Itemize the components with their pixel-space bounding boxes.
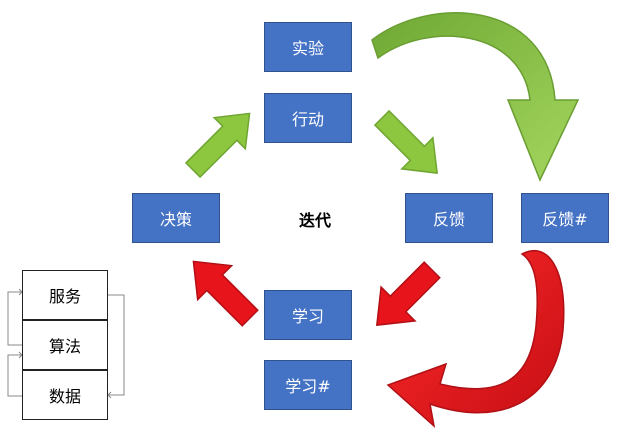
node-feedback-hash-label: 反馈#: [542, 210, 588, 229]
node-feedback-label: 反馈: [432, 210, 465, 229]
node-experiment-label: 实验: [291, 39, 324, 58]
arrow-feedback-hash-to-learning-hash: [386, 249, 565, 429]
stack-cell-algorithm-label: 算法: [48, 337, 81, 356]
stack-cell-service: 服务: [22, 270, 108, 320]
stack-cell-service-label: 服务: [48, 287, 81, 306]
arrow-experiment-to-feedback-hash: [371, 12, 580, 182]
center-label-text: 迭代: [298, 211, 331, 230]
node-decision: 决策: [132, 193, 220, 243]
node-feedback: 反馈: [405, 193, 493, 243]
stack-cell-algorithm: 算法: [22, 320, 108, 370]
node-learning: 学习: [264, 290, 352, 340]
arrow-learning-to-decision: [192, 260, 259, 327]
center-label-iteration: 迭代: [280, 205, 350, 233]
arrow-decision-to-action: [184, 112, 251, 179]
stack-cell-data: 数据: [22, 370, 108, 420]
arrow-action-to-feedback: [373, 109, 439, 175]
node-feedback-hash: 反馈#: [521, 193, 609, 243]
arrow-feedback-to-learning: [375, 261, 441, 327]
node-learning-hash: 学习#: [264, 360, 352, 410]
node-learning-hash-label: 学习#: [285, 377, 331, 396]
node-learning-label: 学习: [291, 307, 324, 326]
stack-cell-data-label: 数据: [48, 387, 81, 406]
node-action: 行动: [264, 93, 352, 143]
node-action-label: 行动: [291, 110, 324, 129]
node-decision-label: 决策: [159, 210, 192, 229]
node-experiment: 实验: [264, 22, 352, 72]
